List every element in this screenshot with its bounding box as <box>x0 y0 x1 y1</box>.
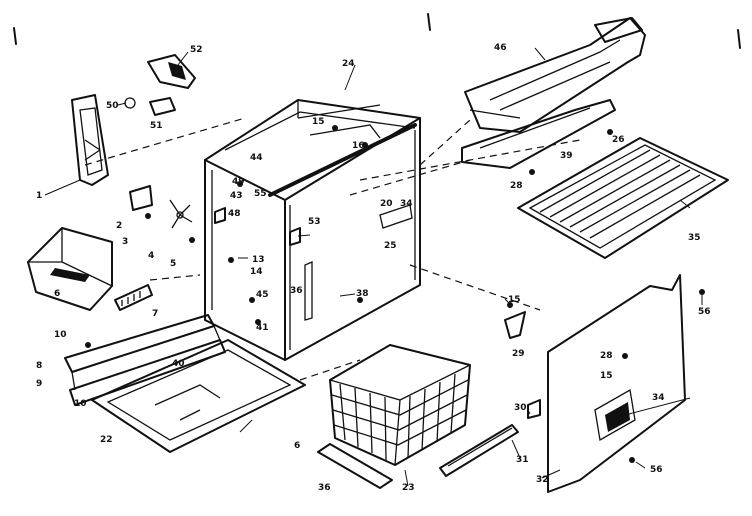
label-9: 9 <box>36 379 42 389</box>
label-56b: 56 <box>650 465 663 475</box>
leader-lines <box>44 47 703 487</box>
label-55: 55 <box>254 189 267 199</box>
label-24: 24 <box>342 59 355 69</box>
label-7: 7 <box>152 309 158 319</box>
label-30b: 30 <box>514 403 527 413</box>
label-34: 34 <box>400 199 413 209</box>
crisper-rail <box>64 314 226 406</box>
evaporator-cover <box>464 17 646 133</box>
label-10a: 10 <box>54 330 67 340</box>
label-15c: 15 <box>600 371 613 381</box>
cabinet-liner <box>204 99 421 361</box>
back-panel <box>547 274 686 493</box>
label-14: 14 <box>250 267 263 277</box>
label-53: 53 <box>308 217 321 227</box>
label-28b: 28 <box>600 351 613 361</box>
label-5: 5 <box>170 259 176 269</box>
label-40: 40 <box>172 359 185 369</box>
label-43: 43 <box>230 191 243 201</box>
basket-slide-right <box>439 424 519 477</box>
label-26b: 41 <box>256 323 269 333</box>
label-15a: 15 <box>312 117 325 127</box>
label-52: 52 <box>190 45 203 55</box>
label-22: 22 <box>100 435 113 445</box>
label-6: 6 <box>54 289 60 299</box>
label-36: 36 <box>290 286 303 296</box>
air-duct-bracket <box>71 94 109 186</box>
label-51: 51 <box>150 121 163 131</box>
part-labels: 1 52 50 51 24 46 39 28 26 35 15 16 44 49… <box>36 43 711 493</box>
label-13: 13 <box>252 255 265 265</box>
label-39: 39 <box>560 151 573 161</box>
label-31: 31 <box>516 455 529 465</box>
label-34b: 34 <box>652 393 665 403</box>
crisper-cover <box>91 339 306 453</box>
label-15b: 15 <box>508 295 521 305</box>
label-45: 45 <box>256 290 269 300</box>
hardware-small <box>214 125 705 463</box>
label-49: 49 <box>232 177 245 187</box>
label-35: 35 <box>688 233 701 243</box>
damper-knob <box>124 97 176 116</box>
label-20: 20 <box>380 199 393 209</box>
top-tick <box>427 13 431 31</box>
label-44: 44 <box>250 153 263 163</box>
label-56: 56 <box>698 307 711 317</box>
label-16: 16 <box>352 141 365 151</box>
wire-shelf <box>517 137 729 259</box>
label-10b: 10 <box>74 399 87 409</box>
label-8: 8 <box>36 361 42 371</box>
control-housing <box>147 54 196 89</box>
left-tick <box>13 27 17 45</box>
label-1: 1 <box>36 191 42 201</box>
evaporator-tray <box>461 99 616 169</box>
label-46: 46 <box>494 43 507 53</box>
wire-basket <box>329 344 471 466</box>
fan-assembly <box>129 185 195 243</box>
label-48: 48 <box>228 209 241 219</box>
label-3: 3 <box>122 237 128 247</box>
label-4: 4 <box>148 251 154 261</box>
label-36b: 36 <box>318 483 331 493</box>
crisper-grille <box>114 284 153 311</box>
top-right-tick <box>737 29 741 49</box>
label-26: 26 <box>612 135 625 145</box>
basket-slide-left <box>317 443 393 489</box>
label-38: 38 <box>356 289 369 299</box>
label-50a: 50 <box>106 101 119 111</box>
crisper-pan <box>27 227 113 311</box>
label-28: 28 <box>510 181 523 191</box>
label-25: 25 <box>384 241 397 251</box>
label-32: 32 <box>536 475 549 485</box>
label-2: 2 <box>116 221 122 231</box>
label-29: 29 <box>512 349 525 359</box>
label-6b: 6 <box>294 441 300 451</box>
explode-lines <box>84 117 581 381</box>
label-23: 23 <box>402 483 415 493</box>
